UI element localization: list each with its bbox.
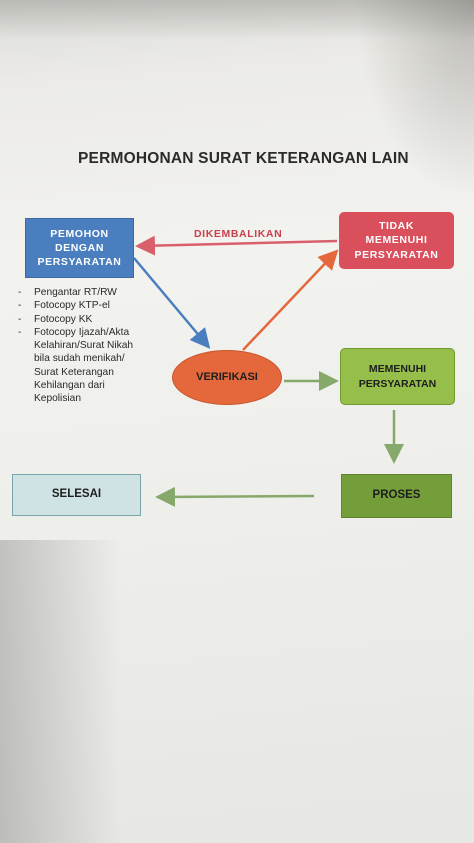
arrow-proses-to-selesai bbox=[155, 486, 315, 507]
node-selesai-label: SELESAI bbox=[51, 488, 102, 501]
photo-shadow-right bbox=[354, 0, 474, 200]
node-proses-label: PROSES bbox=[372, 489, 421, 502]
requirements-list: Pengantar RT/RW Fotocopy KTP-el Fotocopy… bbox=[18, 286, 178, 405]
arrow-dikembalikan bbox=[135, 235, 338, 256]
node-tidak-memenuhi-persyaratan: TIDAK MEMENUHI PERSYARATAN bbox=[339, 212, 454, 269]
requirement-item: Fotocopy KTP-el bbox=[18, 299, 178, 313]
node-verifikasi-label: VERIFIKASI bbox=[196, 371, 258, 384]
node-verifikasi: VERIFIKASI bbox=[172, 350, 282, 405]
photo-shadow-left bbox=[0, 540, 120, 843]
node-selesai: SELESAI bbox=[12, 474, 141, 516]
requirement-item: Pengantar RT/RW bbox=[18, 286, 178, 300]
requirement-item: Fotocopy KK bbox=[18, 313, 178, 327]
page-title: PERMOHONAN SURAT KETERANGAN LAIN bbox=[78, 150, 409, 167]
photo-shadow-top bbox=[0, 0, 474, 40]
node-memenuhi-label: MEMENUHI PERSYARATAN bbox=[358, 363, 437, 390]
arrow-verifikasi-to-tidak bbox=[242, 249, 339, 351]
node-pemohon-label: PEMOHON DENGAN PERSYARATAN bbox=[37, 227, 122, 269]
label-dikembalikan: DIKEMBALIKAN bbox=[194, 228, 283, 240]
node-tidak-memenuhi-label: TIDAK MEMENUHI PERSYARATAN bbox=[354, 220, 439, 261]
node-proses: PROSES bbox=[341, 474, 452, 518]
requirement-item: Fotocopy Ijazah/Akta Kelahiran/Surat Nik… bbox=[18, 326, 178, 406]
node-memenuhi-persyaratan: MEMENUHI PERSYARATAN bbox=[340, 348, 455, 405]
node-pemohon-dengan-persyaratan: PEMOHON DENGAN PERSYARATAN bbox=[25, 218, 134, 278]
